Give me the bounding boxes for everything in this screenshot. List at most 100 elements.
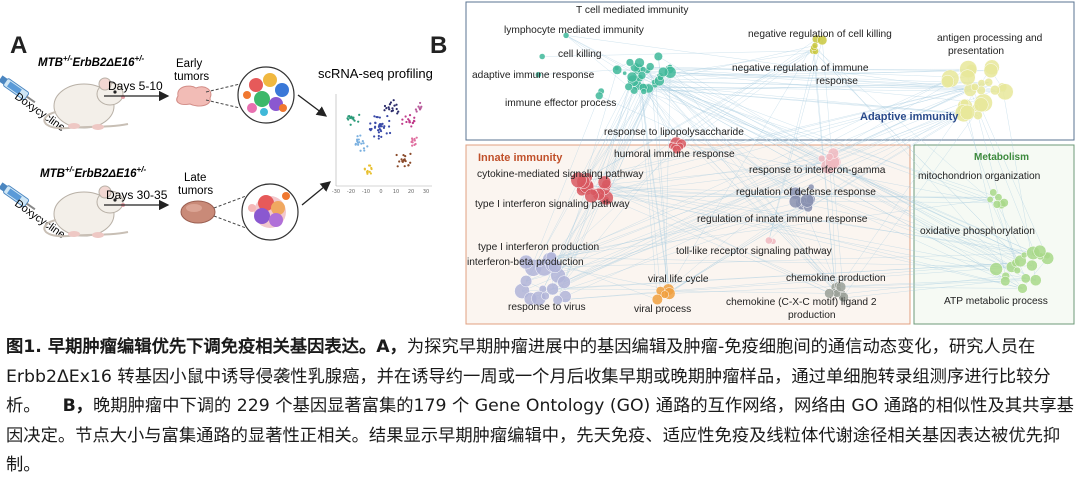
network-edge bbox=[542, 50, 814, 57]
tsne-point bbox=[413, 139, 416, 142]
network-edge bbox=[551, 257, 1012, 268]
go-term-label: chemokine production bbox=[786, 273, 886, 284]
network-edge bbox=[565, 35, 629, 87]
network-edge bbox=[639, 78, 670, 294]
go-node bbox=[552, 295, 563, 306]
network-edge bbox=[606, 76, 661, 198]
tsne-point bbox=[409, 161, 412, 164]
tsne-point bbox=[396, 165, 399, 168]
network-edge bbox=[538, 69, 618, 75]
network-edge bbox=[566, 35, 971, 91]
go-node bbox=[940, 74, 955, 89]
network-edge bbox=[669, 66, 968, 78]
network-nodes bbox=[514, 32, 1055, 306]
tsne-point bbox=[347, 118, 350, 121]
network-edge bbox=[653, 81, 975, 88]
go-node bbox=[765, 236, 773, 245]
go-node bbox=[1020, 273, 1031, 284]
go-term-label: chemokine (C-X-C motif) ligand 2 bbox=[726, 297, 877, 308]
go-node bbox=[1026, 259, 1038, 272]
network-edge bbox=[637, 70, 669, 290]
network-edge bbox=[563, 86, 975, 283]
go-node bbox=[1000, 276, 1011, 287]
network-edge bbox=[670, 72, 982, 84]
network-edge bbox=[800, 200, 1005, 204]
tsne-point bbox=[377, 125, 381, 128]
go-term-label: adaptive immune response bbox=[472, 70, 595, 81]
tsne-point bbox=[401, 118, 404, 121]
go-term-label: response to lipopolysaccharide bbox=[604, 127, 744, 138]
network-edge bbox=[643, 82, 989, 92]
go-term-label: presentation bbox=[948, 46, 1004, 57]
go-term-label: response bbox=[816, 76, 858, 87]
genotype-label-early: MTB+/-ErbB2ΔE16+/- bbox=[38, 54, 144, 69]
network-edge bbox=[821, 82, 989, 159]
go-node bbox=[835, 281, 847, 293]
panel-b-label: B bbox=[430, 32, 448, 59]
network-edge bbox=[521, 106, 966, 292]
tsne-point bbox=[404, 155, 407, 158]
network-edge bbox=[565, 35, 617, 69]
go-node bbox=[538, 53, 546, 60]
network-edge bbox=[606, 184, 1041, 257]
network-edge bbox=[628, 86, 966, 114]
network-edge bbox=[655, 80, 803, 204]
network-edge bbox=[539, 200, 808, 264]
tsne-point bbox=[363, 168, 366, 171]
go-node bbox=[535, 259, 544, 267]
go-term-label: regulation of innate immune response bbox=[697, 214, 868, 225]
scrna-profiling-label: scRNA-seq profiling bbox=[318, 66, 433, 81]
network-edge bbox=[551, 146, 681, 266]
early-tumors-label-2: tumors bbox=[174, 71, 209, 83]
go-term-label: production bbox=[788, 310, 836, 321]
tsne-point bbox=[407, 164, 410, 167]
go-term-label: mitochondrion organization bbox=[918, 171, 1040, 182]
tsne-point bbox=[395, 153, 398, 157]
tsne-point bbox=[359, 134, 362, 137]
network-edge bbox=[633, 90, 836, 288]
network-edge bbox=[669, 200, 808, 294]
go-node bbox=[626, 71, 638, 83]
tsne-point bbox=[376, 116, 379, 119]
network-edge bbox=[639, 77, 998, 205]
network-edge bbox=[549, 82, 989, 260]
tsne-point bbox=[347, 115, 350, 118]
network-edge bbox=[663, 71, 1016, 264]
go-node bbox=[994, 193, 1003, 202]
mouse-icon bbox=[43, 185, 129, 238]
network-edge bbox=[670, 72, 984, 104]
late-tumors-label-2: tumors bbox=[178, 185, 213, 197]
network-edge bbox=[533, 252, 1035, 269]
tsne-point bbox=[354, 142, 357, 145]
network-edge bbox=[648, 88, 682, 144]
tsne-point bbox=[383, 104, 387, 108]
tsne-point bbox=[396, 112, 399, 115]
tsne-point bbox=[380, 135, 383, 138]
tsne-point bbox=[414, 108, 417, 111]
network-edge bbox=[659, 45, 816, 82]
tsne-tick-label: 20 bbox=[408, 189, 414, 195]
network-edge bbox=[637, 67, 991, 200]
tsne-point bbox=[387, 125, 391, 128]
tsne-point bbox=[379, 128, 382, 131]
tsne-point bbox=[369, 172, 372, 175]
tsne-point bbox=[404, 159, 407, 163]
go-term-label: negative regulation of immune bbox=[732, 63, 869, 74]
go-node bbox=[562, 32, 570, 39]
go-term-label: response to interferon-gamma bbox=[749, 165, 886, 176]
tsne-point bbox=[356, 135, 359, 138]
go-term-label: T cell mediated immunity bbox=[576, 5, 689, 16]
go-term-label: antigen processing and bbox=[937, 33, 1043, 44]
go-node bbox=[959, 104, 976, 121]
tsne-point bbox=[389, 101, 393, 104]
go-node bbox=[622, 70, 627, 76]
tsne-point bbox=[413, 116, 416, 119]
network-edge bbox=[552, 288, 669, 290]
network-edge bbox=[604, 182, 830, 294]
go-node bbox=[625, 58, 635, 67]
tsne-point bbox=[407, 118, 410, 121]
tsne-point bbox=[415, 136, 418, 139]
network-edge bbox=[578, 82, 989, 181]
tsne-point bbox=[385, 132, 388, 135]
panel-a: MTB+/-ErbB2ΔE16+/- Doxycycline Days 5-10… bbox=[0, 54, 433, 241]
